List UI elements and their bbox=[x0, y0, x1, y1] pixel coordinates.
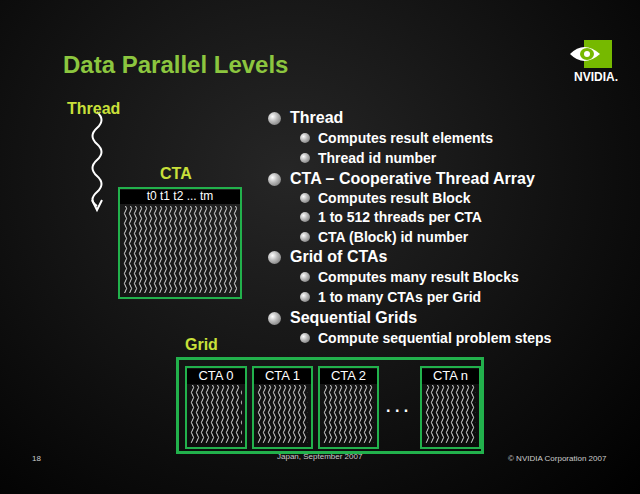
cta-box: CTAt0 t1 t2 ... tm bbox=[118, 187, 242, 299]
bullet-sphere bbox=[268, 112, 281, 125]
bullet-sphere bbox=[300, 232, 310, 242]
thread-squiggle bbox=[93, 112, 102, 206]
footer-text: Japan, September 2007 bbox=[277, 452, 362, 461]
thread-arrowhead bbox=[92, 200, 102, 210]
bullet-text: Thread id number bbox=[318, 150, 436, 166]
grid-box: GridCTA 0CTA 1CTA 2CTA n bbox=[176, 357, 484, 454]
bullet-text: Sequential Grids bbox=[290, 309, 417, 327]
bullet-sphere bbox=[300, 212, 310, 222]
slide-title: Data Parallel Levels bbox=[63, 51, 288, 79]
thread-waves bbox=[425, 385, 476, 443]
bullet-sphere bbox=[300, 193, 310, 203]
cta-box: CTA n bbox=[420, 366, 481, 449]
bullet-sphere bbox=[268, 251, 281, 264]
thread-waves-fill bbox=[123, 206, 237, 293]
box-label: t0 t1 t2 ... tm bbox=[120, 190, 240, 204]
bullet-sphere bbox=[300, 133, 310, 143]
bullet-text: Compute sequential problem steps bbox=[318, 330, 551, 346]
cta-box: CTA 1 bbox=[252, 366, 313, 449]
ellipsis: . . . bbox=[386, 398, 408, 416]
cta-box: CTA 2 bbox=[318, 366, 379, 449]
bullet-text: Computes result Block bbox=[318, 190, 470, 206]
bullet-sphere bbox=[300, 333, 310, 343]
box-heading: Grid bbox=[185, 336, 218, 354]
box-label: CTA 2 bbox=[320, 369, 377, 384]
bullet-text: CTA (Block) id number bbox=[318, 229, 468, 245]
thread-waves-fill bbox=[257, 385, 308, 443]
bullet-text: 1 to 512 threads per CTA bbox=[318, 209, 482, 225]
bullet-text: Computes result elements bbox=[318, 130, 493, 146]
bullet-text: Grid of CTAs bbox=[290, 248, 387, 266]
bullet-sphere bbox=[300, 272, 310, 282]
thread-waves bbox=[190, 385, 242, 443]
cta-box: CTA 0 bbox=[185, 366, 247, 449]
box-label: CTA 0 bbox=[187, 369, 245, 384]
bullet-text: Computes many result Blocks bbox=[318, 269, 519, 285]
logo-text: NVIDIA. bbox=[574, 71, 618, 85]
bullet-sphere bbox=[300, 292, 310, 302]
thread-heading: Thread bbox=[67, 100, 120, 118]
bullet-text: 1 to many CTAs per Grid bbox=[318, 289, 481, 305]
bullet-sphere bbox=[300, 153, 310, 163]
thread-waves-fill bbox=[323, 385, 374, 443]
bullet-sphere bbox=[268, 173, 281, 186]
copyright: © NVIDIA Corporation 2007 bbox=[508, 454, 606, 463]
box-label: CTA n bbox=[422, 369, 479, 384]
bullet-text: Thread bbox=[290, 109, 343, 127]
thread-waves-fill bbox=[425, 385, 476, 443]
box-label: CTA 1 bbox=[254, 369, 311, 384]
box-heading: CTA bbox=[160, 165, 192, 183]
bullet-sphere bbox=[268, 312, 281, 325]
thread-waves bbox=[257, 385, 308, 443]
thread-waves-fill bbox=[190, 385, 242, 443]
bullet-text: CTA – Cooperative Thread Array bbox=[290, 170, 535, 188]
page-number: 18 bbox=[32, 454, 41, 463]
thread-waves bbox=[323, 385, 374, 443]
thread-waves bbox=[123, 206, 237, 293]
nvidia-eye-logo bbox=[570, 40, 612, 68]
